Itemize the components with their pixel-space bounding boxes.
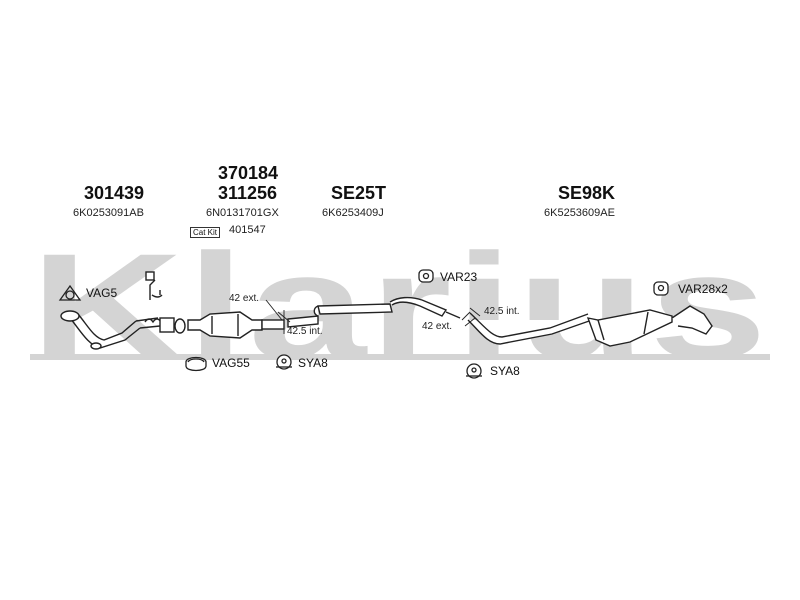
fitting-var28x2-label: VAR28x2 (678, 282, 728, 296)
part-number-se25t: SE25T (331, 183, 387, 203)
front-pipe (60, 271, 186, 350)
fitting-var23-label: VAR23 (440, 270, 478, 284)
clamp-vag55-icon (185, 356, 207, 372)
catalytic-converter (187, 311, 285, 339)
fitting-vag5-label: VAG5 (86, 286, 118, 300)
fitting-sya8-right-label: SYA8 (490, 364, 520, 378)
oem-number-3: 6K6253409J (322, 207, 384, 219)
hanger-sya8-right-icon (466, 363, 482, 379)
watermark-logo: Klarius (30, 222, 770, 390)
part-number-se98k: SE98K (558, 183, 616, 203)
cat-kit-tag: Cat Kit (190, 227, 221, 238)
oem-number-1: 6K0253091AB (73, 207, 144, 219)
watermark-underline (30, 354, 770, 360)
dimension-label-2: 42.5 int. (287, 326, 323, 337)
hanger-var23-icon (418, 269, 434, 283)
part-number-311256: 311256 (218, 183, 278, 203)
dimension-label-1: 42 ext. (229, 293, 260, 304)
fitting-vag55-label: VAG55 (212, 356, 250, 370)
hanger-sya8-left-icon (276, 354, 292, 370)
cat-kit-number: 401547 (229, 224, 266, 236)
oem-number-2: 6N0131701GX (206, 207, 279, 219)
hanger-var28-icon (653, 281, 669, 296)
part-number-301439: 301439 (84, 183, 145, 203)
part-number-370184: 370184 (218, 163, 279, 183)
fitting-sya8-left-label: SYA8 (298, 356, 328, 370)
dimension-label-3: 42.5 int. (484, 306, 520, 317)
rear-section (467, 305, 713, 347)
dimension-leaders (265, 299, 481, 334)
centre-section (287, 296, 461, 328)
dimension-label-4: 42 ext. (422, 321, 453, 332)
oem-number-4: 6K5253609AE (544, 207, 615, 219)
gasket-vag5-icon (58, 284, 82, 301)
